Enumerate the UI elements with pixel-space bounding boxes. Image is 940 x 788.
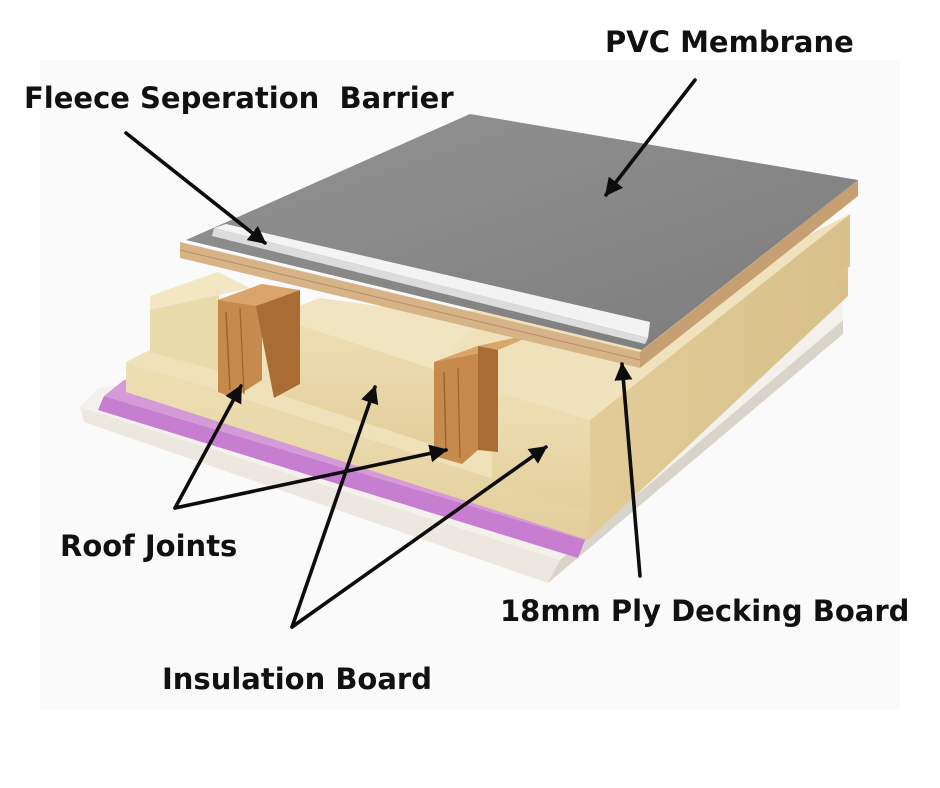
pvc-membrane <box>186 114 858 350</box>
arrow-insulation-right <box>290 445 548 629</box>
arrow-insulation-middle <box>290 385 379 629</box>
label-insulation-board: Insulation Board <box>162 662 432 696</box>
arrows <box>124 78 697 629</box>
ply-decking-board <box>179 180 858 368</box>
arrow-pvc-membrane <box>604 78 697 197</box>
label-pvc-membrane: PVC Membrane <box>605 25 854 59</box>
label-roof-joints: Roof Joints <box>60 529 237 563</box>
arrow-roof-joint-left <box>173 384 243 510</box>
label-ply-decking-board: 18mm Ply Decking Board <box>500 594 909 628</box>
fleece-separation-barrier <box>212 224 650 344</box>
arrow-roof-joint-right <box>173 444 448 510</box>
roof-joist-left <box>218 284 300 398</box>
arrow-ply-decking <box>614 362 642 578</box>
arrow-fleece-barrier <box>124 131 267 245</box>
roof-joist-right <box>434 332 540 464</box>
label-fleece-barrier: Fleece Seperation Barrier <box>24 81 454 115</box>
